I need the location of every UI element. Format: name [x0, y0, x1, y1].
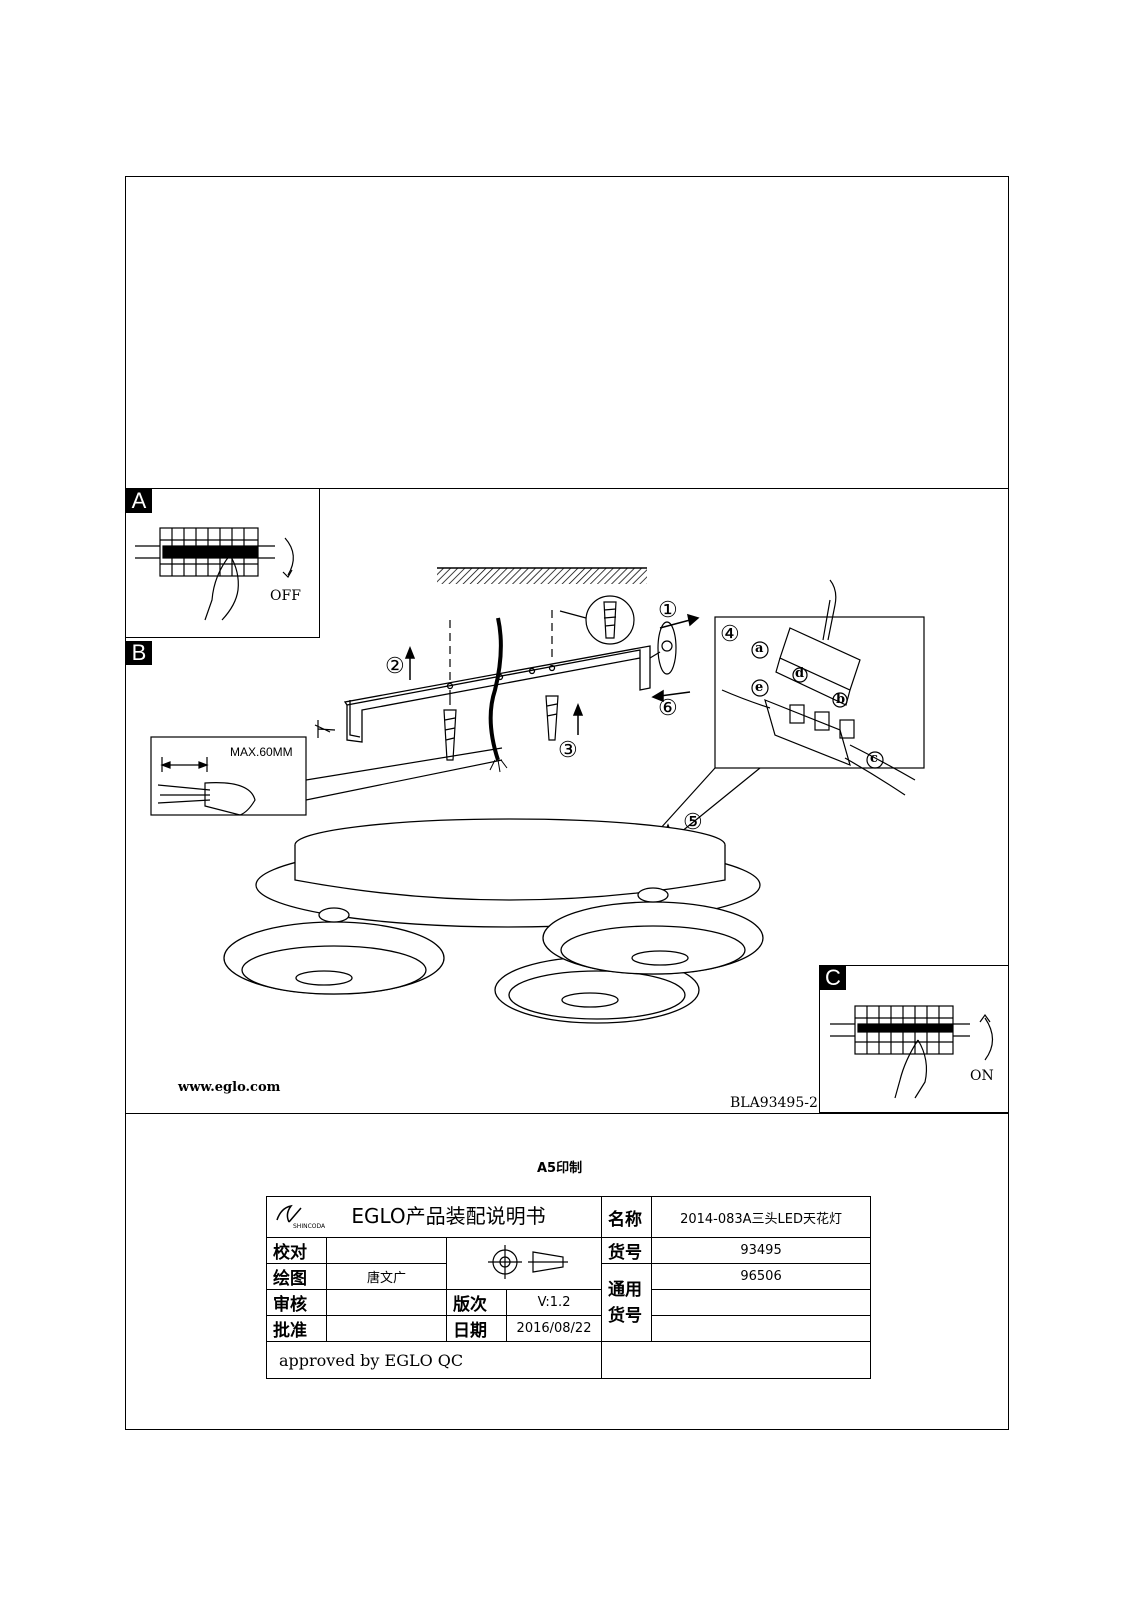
- common-item-label: 通用货号: [601, 1263, 653, 1342]
- date-label: 日期: [446, 1315, 507, 1342]
- check-value: [326, 1237, 447, 1264]
- connector-letter-e: e: [755, 680, 764, 695]
- website-text: www.eglo.com: [178, 1080, 281, 1095]
- document-title: EGLO产品装配说明书: [351, 1203, 546, 1228]
- common-item-value: 96506: [651, 1263, 872, 1290]
- review-value: [326, 1289, 447, 1316]
- section-divider-bottom: [125, 1113, 1009, 1114]
- approval-note: approved by EGLO QC: [265, 1341, 603, 1379]
- empty-cell-3: [601, 1341, 872, 1379]
- company-logo: SHINCODA: [271, 1200, 331, 1235]
- svg-text:SHINCODA: SHINCODA: [293, 1223, 326, 1230]
- step-5-label: ⑤: [683, 810, 703, 835]
- draw-label: 绘图: [266, 1263, 327, 1290]
- document-code: BLA93495-2: [730, 1095, 818, 1111]
- breaker-off-icon: [135, 527, 294, 621]
- on-label: ON: [970, 1068, 994, 1084]
- item-number-label: 货号: [601, 1237, 653, 1264]
- approve-value: [326, 1315, 447, 1342]
- section-a-tag: A: [126, 489, 152, 513]
- step-6-label: ⑥: [658, 696, 678, 721]
- approve-label: 批准: [266, 1315, 327, 1342]
- screw-icon: [314, 720, 336, 738]
- name-value: 2014-083A三头LED天花灯: [651, 1196, 872, 1238]
- fixing-screw-icon: [649, 621, 677, 675]
- symbol-cell: [445, 1237, 603, 1290]
- step-1-label: ①: [658, 598, 678, 623]
- connector-letter-c: c: [870, 751, 878, 766]
- title-cell: SHINCODA EGLO产品装配说明书: [265, 1196, 603, 1238]
- cable-strip-note: MAX.60MM: [230, 745, 293, 759]
- section-b-tag: B: [126, 641, 152, 665]
- review-label: 审核: [266, 1289, 327, 1316]
- version-value: V:1.2: [505, 1289, 603, 1316]
- empty-cell-1: [651, 1289, 872, 1316]
- section-c-panel: [819, 965, 1009, 1113]
- terminal-wiring-inset: [649, 579, 925, 846]
- connector-letter-d: d: [795, 666, 805, 681]
- empty-cell-2: [651, 1315, 872, 1342]
- mounting-bracket: [343, 645, 651, 743]
- supply-cable: [488, 617, 503, 761]
- name-label: 名称: [601, 1196, 653, 1238]
- wall-plug-icon: [443, 610, 559, 761]
- section-a-panel: [125, 488, 320, 638]
- version-label: 版次: [446, 1289, 507, 1316]
- title-block: SHINCODA EGLO产品装配说明书 名称 2014-083A三头LED天花…: [265, 1196, 872, 1379]
- date-value: 2016/08/22: [505, 1315, 603, 1342]
- print-format-note: A5印制: [537, 1161, 583, 1176]
- step-2-label: ②: [385, 654, 405, 679]
- draw-value: 唐文广: [326, 1263, 447, 1290]
- step-3-label: ③: [558, 738, 578, 763]
- page-frame: [125, 176, 1009, 1430]
- connector-letter-a: a: [755, 641, 764, 656]
- ceiling-hatch: [437, 568, 647, 584]
- section-c-tag: C: [820, 966, 846, 990]
- check-label: 校对: [266, 1237, 327, 1264]
- direction-arrows: [404, 613, 700, 735]
- item-number-value: 93495: [651, 1237, 872, 1264]
- cable-strip-inset: [150, 736, 503, 816]
- breaker-on-icon: [830, 1005, 994, 1099]
- step-4-label: ④: [720, 622, 740, 647]
- section-divider-top: [125, 488, 1009, 489]
- plug-detail-icon: [559, 595, 635, 645]
- connector-letter-b: b: [836, 692, 846, 707]
- off-label: OFF: [270, 588, 301, 604]
- ceiling-lamp: [223, 818, 764, 1024]
